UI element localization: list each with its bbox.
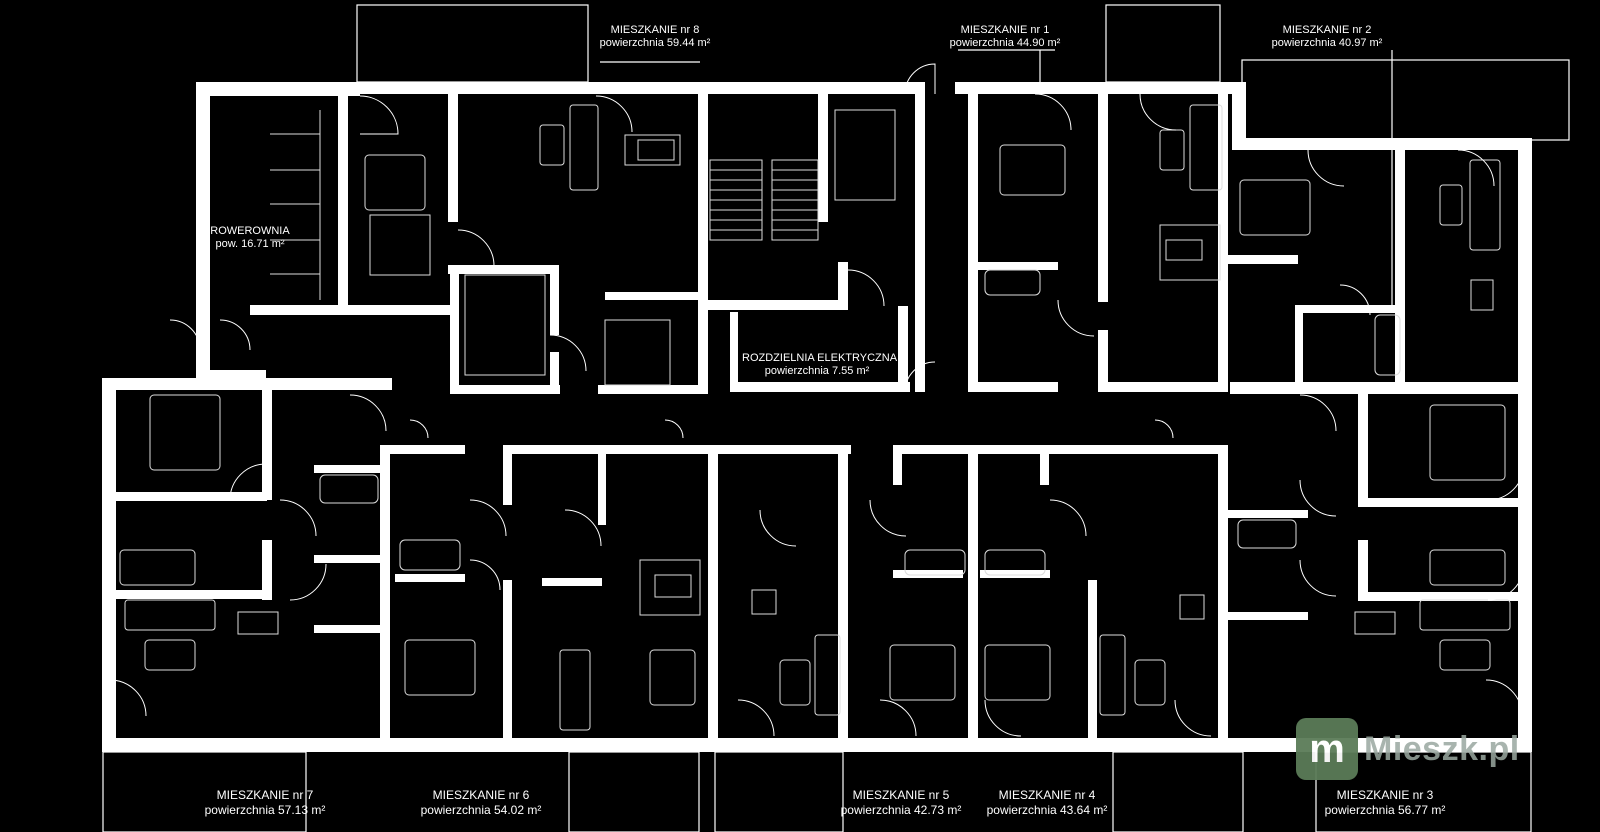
apartment-4-area: powierzchnia 43.64 m² xyxy=(986,803,1108,817)
apartment-4-name: MIESZKANIE nr 4 xyxy=(998,788,1096,802)
watermark-text: Mieszk.pl xyxy=(1364,729,1520,768)
electric-room-name: ROZDZIELNIA ELEKTRYCZNA xyxy=(742,352,898,364)
apartment-6-area: powierzchnia 54.02 m² xyxy=(420,803,542,817)
apartment-3-area: powierzchnia 56.77 m² xyxy=(1324,803,1446,817)
apartment-7-area: powierzchnia 57.13 m² xyxy=(204,803,326,817)
apartment-2-area: powierzchnia 40.97 m² xyxy=(1271,37,1383,49)
dimension-lines xyxy=(600,49,1393,305)
bike-racks xyxy=(270,110,321,300)
bike-room-name: ROWEROWNIA xyxy=(210,225,290,237)
balconies xyxy=(102,4,1570,832)
apartment-1-area: powierzchnia 44.90 m² xyxy=(949,37,1061,49)
apartment-5-name: MIESZKANIE nr 5 xyxy=(852,788,950,802)
electric-room-area: powierzchnia 7.55 m² xyxy=(764,365,870,377)
apartment-5-area: powierzchnia 42.73 m² xyxy=(840,803,962,817)
interior-walls xyxy=(102,92,1523,745)
watermark-logo-icon: m xyxy=(1296,718,1358,780)
apartment-3-label: MIESZKANIE nr 3 powierzchnia 56.77 m² xyxy=(1320,788,1450,818)
staircase xyxy=(709,109,896,241)
watermark: m Mieszk.pl xyxy=(1296,718,1520,780)
apartment-6-label: MIESZKANIE nr 6 powierzchnia 54.02 m² xyxy=(416,788,546,818)
dining-sets xyxy=(237,139,1494,635)
apartment-6-name: MIESZKANIE nr 6 xyxy=(432,788,530,802)
apartment-8-area: powierzchnia 59.44 m² xyxy=(599,37,711,49)
apartment-2-label: MIESZKANIE nr 2 powierzchnia 40.97 m² xyxy=(1262,24,1392,50)
apartment-2-name: MIESZKANIE nr 2 xyxy=(1282,24,1372,36)
apartment-3-name: MIESZKANIE nr 3 xyxy=(1336,788,1434,802)
apartment-7-name: MIESZKANIE nr 7 xyxy=(216,788,314,802)
apartment-1-name: MIESZKANIE nr 1 xyxy=(960,24,1050,36)
apartment-8-label: MIESZKANIE nr 8 powierzchnia 59.44 m² xyxy=(590,24,720,50)
apartment-1-label: MIESZKANIE nr 1 powierzchnia 44.90 m² xyxy=(940,24,1070,50)
apartment-4-label: MIESZKANIE nr 4 powierzchnia 43.64 m² xyxy=(982,788,1112,818)
bike-room-label: ROWEROWNIA pow. 16.71 m² xyxy=(205,225,295,251)
apartment-8-name: MIESZKANIE nr 8 xyxy=(610,24,700,36)
outer-walls xyxy=(102,82,1532,752)
door-swings xyxy=(109,63,1525,737)
electric-room-label: ROZDZIELNIA ELEKTRYCZNA powierzchnia 7.5… xyxy=(742,352,898,378)
bike-room-area: pow. 16.71 m² xyxy=(215,238,285,250)
apartment-5-label: MIESZKANIE nr 5 powierzchnia 42.73 m² xyxy=(836,788,966,818)
apartment-7-label: MIESZKANIE nr 7 powierzchnia 57.13 m² xyxy=(200,788,330,818)
furniture xyxy=(119,104,1511,731)
